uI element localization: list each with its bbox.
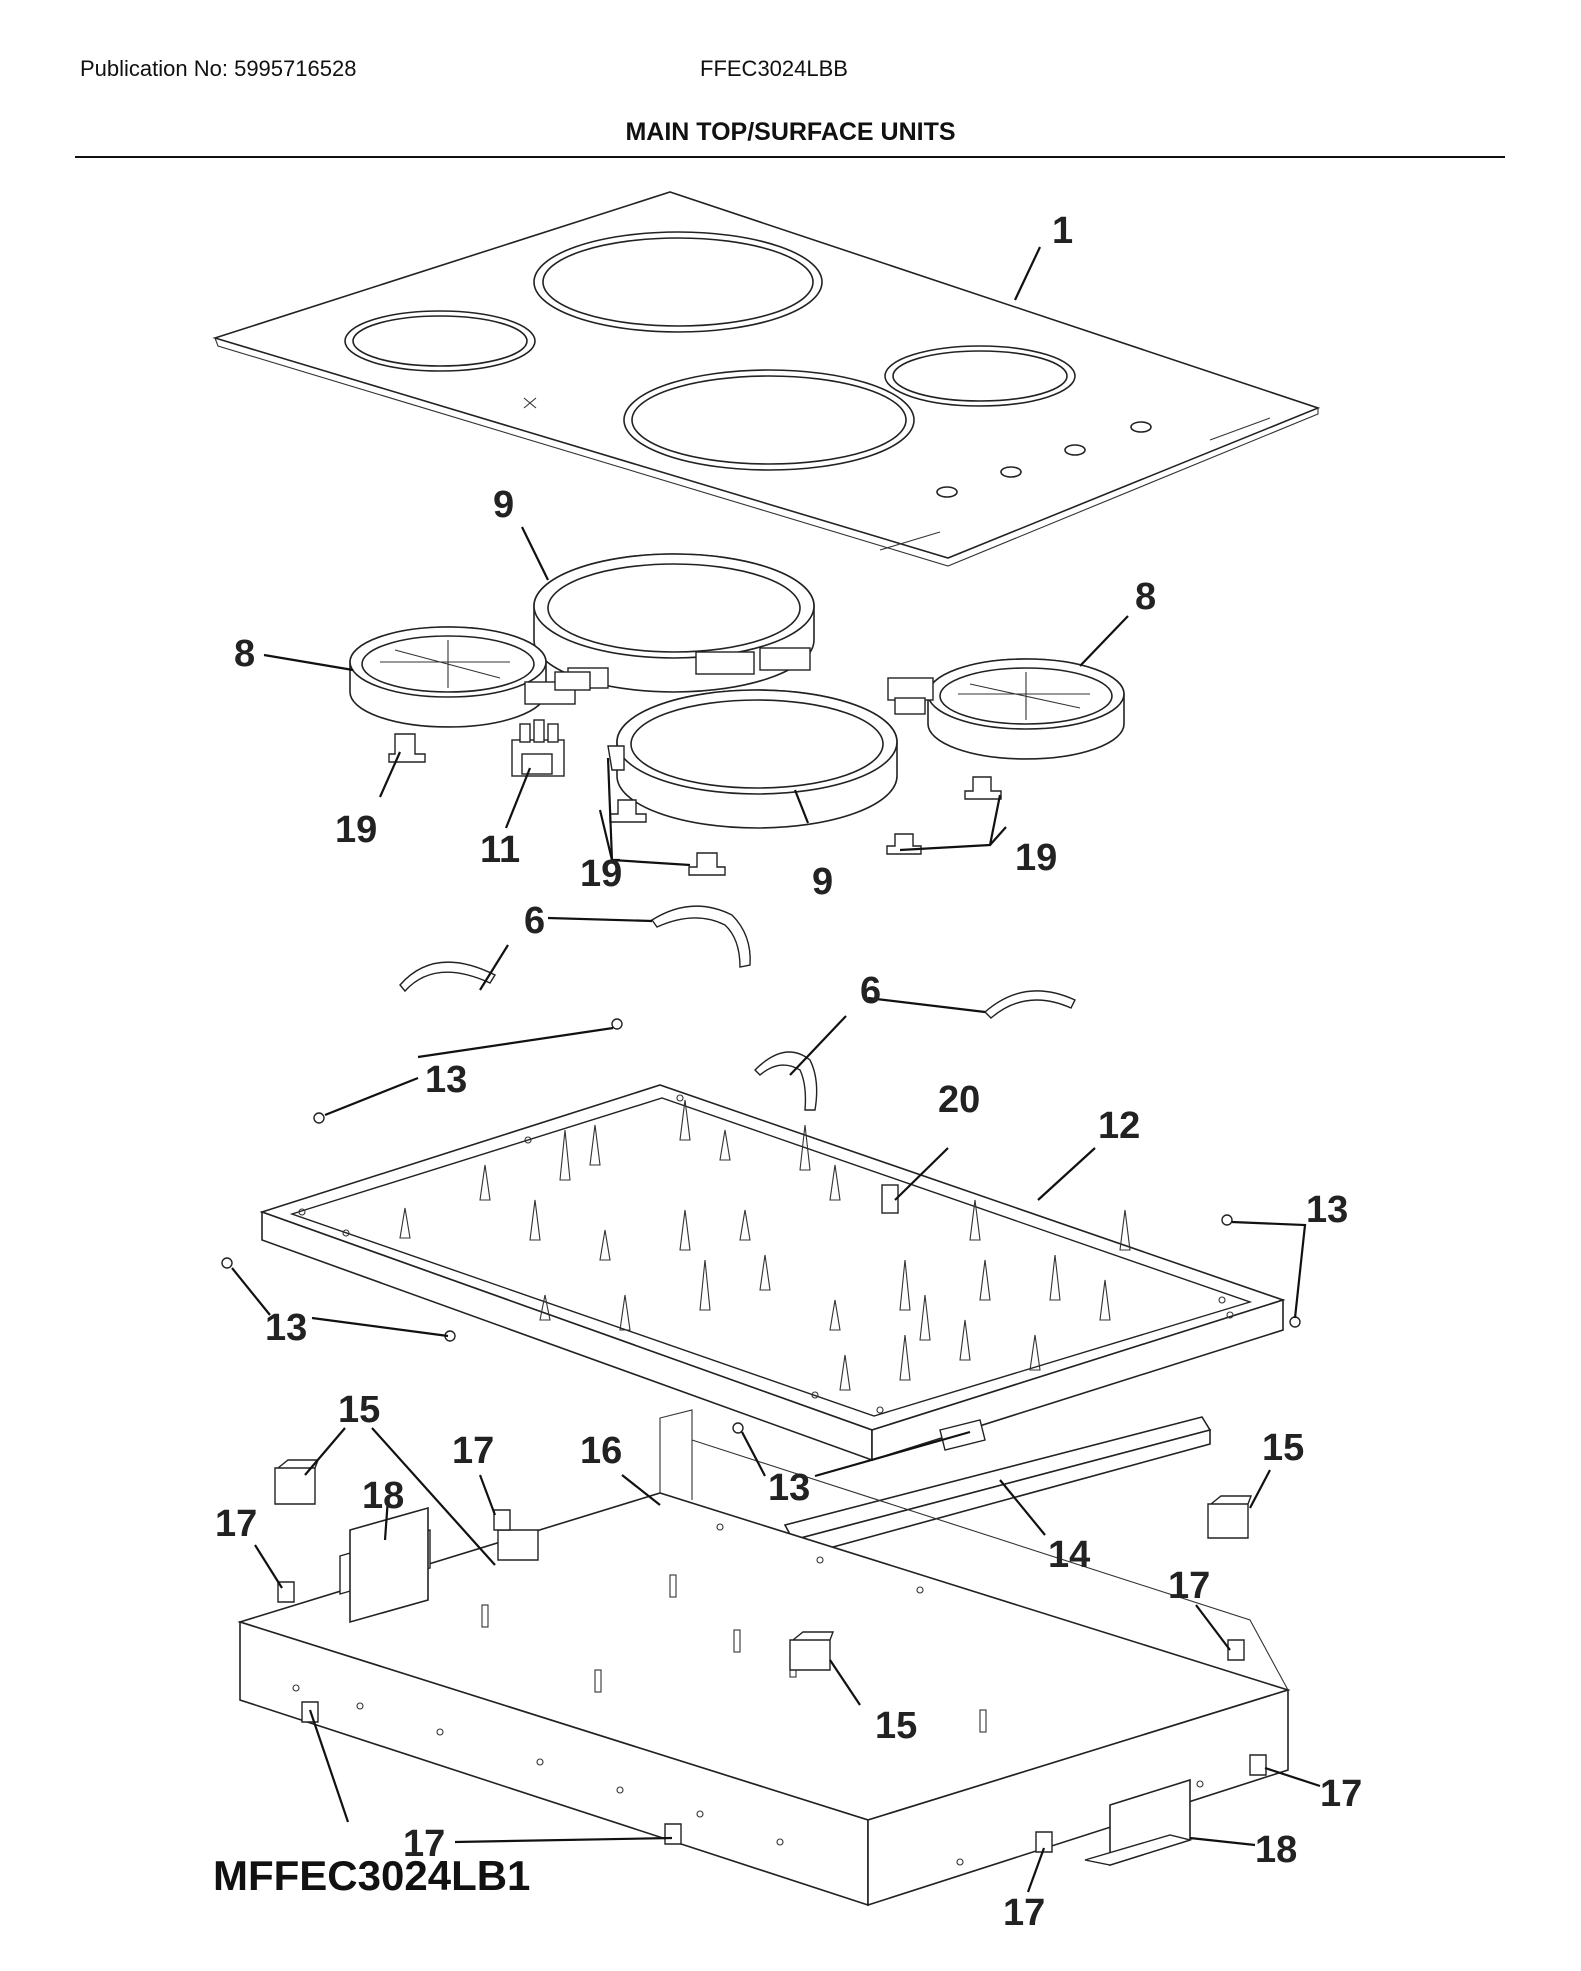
callout-19-left: 19	[335, 809, 377, 851]
header-rule	[75, 156, 1505, 158]
large-element-back	[533, 553, 815, 693]
cooktop-glass	[212, 191, 1321, 567]
callout-14: 14	[1048, 1534, 1090, 1576]
callout-6-right: 6	[860, 970, 881, 1012]
element-straps	[399, 905, 1076, 1111]
large-element-front	[616, 689, 898, 829]
leader-lines	[231, 246, 1321, 1893]
callout-18-right: 18	[1255, 1829, 1297, 1871]
callout-13-right: 13	[1306, 1189, 1348, 1231]
terminal-block	[511, 719, 565, 777]
callout-17-left: 17	[215, 1503, 257, 1545]
callout-12: 12	[1098, 1105, 1140, 1147]
callout-6-left: 6	[524, 900, 545, 942]
callout-9-back: 9	[493, 484, 514, 526]
callout-17-right-upper: 17	[1168, 1565, 1210, 1607]
callout-15-center: 15	[875, 1705, 917, 1747]
callout-15-right: 15	[1262, 1427, 1304, 1469]
callout-17-top: 17	[452, 1430, 494, 1472]
callout-labels: 1 9 8 8 19 11 19 9 19 6 6 13 20 12 13 13…	[215, 210, 1362, 1934]
callout-11: 11	[480, 829, 520, 871]
callout-17-right-lower: 17	[1320, 1773, 1362, 1815]
callout-16: 16	[580, 1430, 622, 1472]
screws	[221, 1018, 1301, 1434]
callout-17-bottom-left: 17	[403, 1823, 445, 1865]
callout-17-bottom: 17	[1003, 1892, 1045, 1934]
callout-9-front: 9	[812, 861, 833, 903]
section-title: MAIN TOP/SURFACE UNITS	[625, 118, 956, 146]
callout-1: 1	[1052, 210, 1073, 252]
callout-8-right: 8	[1135, 576, 1156, 618]
callout-13-top: 13	[425, 1059, 467, 1101]
callout-19-center: 19	[580, 853, 622, 895]
small-element-right	[887, 658, 1125, 760]
side-brackets	[349, 1506, 1193, 1867]
diagram-code: MFFEC3024LB1	[213, 1852, 531, 1899]
callout-13-left: 13	[265, 1307, 307, 1349]
callout-18-left: 18	[362, 1475, 404, 1517]
callout-15-left: 15	[338, 1389, 380, 1431]
callout-19-right: 19	[1015, 837, 1057, 879]
callout-13-front: 13	[768, 1467, 810, 1509]
support-pan	[259, 1084, 1286, 1462]
model-number: FFEC3024LBB	[700, 56, 848, 81]
publication-number: Publication No: 5995716528	[80, 56, 357, 81]
small-element-left	[349, 626, 591, 728]
callout-20: 20	[938, 1079, 980, 1121]
chassis-clips	[274, 1459, 1267, 1853]
callout-8-left: 8	[234, 633, 255, 675]
